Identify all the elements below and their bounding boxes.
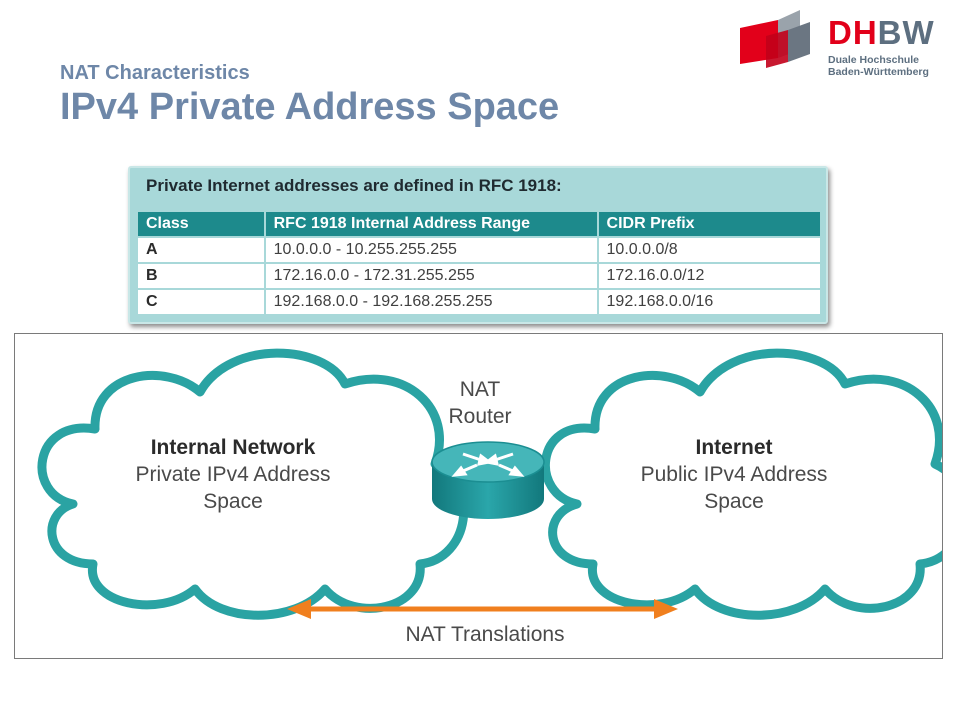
internal-network-line1: Private IPv4 Address [135,463,331,486]
internet-line2: Space [704,490,764,513]
cell-range: 192.168.0.0 - 192.168.255.255 [265,290,597,314]
table-header-row: Class RFC 1918 Internal Address Range CI… [138,212,820,236]
logo-subtitle: Duale Hochschule Baden-Württemberg [828,54,929,78]
logo-dh: DH [828,14,878,51]
internet-title: Internet [695,436,773,459]
table-caption: Private Internet addresses are defined i… [146,176,562,195]
nat-translations-label: NAT Translations [405,623,565,646]
internal-network-line2: Space [203,490,263,513]
header-range: RFC 1918 Internal Address Range [265,212,597,236]
internet-line1: Public IPv4 Address [640,463,828,486]
table-row: A 10.0.0.0 - 10.255.255.255 10.0.0.0/8 [138,238,820,262]
cell-cidr: 10.0.0.0/8 [598,238,820,262]
internet-cloud-icon [540,348,942,620]
nat-diagram: Internal Network Private IPv4 Address Sp… [14,333,943,659]
table-row: C 192.168.0.0 - 192.168.255.255 192.168.… [138,290,820,314]
internal-network-label: Internal Network Private IPv4 Address Sp… [103,434,363,515]
header-cidr: CIDR Prefix [598,212,820,236]
slide-subtitle: NAT Characteristics [60,62,250,84]
router-label-line2: Router [448,405,512,428]
rfc1918-table: Class RFC 1918 Internal Address Range CI… [136,210,822,316]
router-label-line1: NAT [459,378,501,401]
cell-cidr: 192.168.0.0/16 [598,290,820,314]
cell-class: C [138,290,264,314]
cell-cidr: 172.16.0.0/12 [598,264,820,288]
logo-subtitle-line1: Duale Hochschule [828,54,920,66]
cell-class: A [138,238,264,262]
internal-network-title: Internal Network [150,436,316,459]
logo-subtitle-line2: Baden-Württemberg [828,66,929,79]
nat-translations-arrow-icon [287,599,678,619]
slide-title: IPv4 Private Address Space [60,86,560,128]
internet-label: Internet Public IPv4 Address Space [604,434,864,515]
table-row: B 172.16.0.0 - 172.31.255.255 172.16.0.0… [138,264,820,288]
diagram-graphics [37,348,942,620]
header-class: Class [138,212,264,236]
cell-range: 10.0.0.0 - 10.255.255.255 [265,238,597,262]
cell-range: 172.16.0.0 - 172.31.255.255 [265,264,597,288]
nat-router-label: NAT Router [440,376,520,430]
nat-router-icon [431,441,545,519]
logo-wordmark: DHBW [828,16,935,49]
dhbw-logo-icon [740,10,810,68]
cell-class: B [138,264,264,288]
logo-bw: BW [877,14,935,51]
rfc1918-table-panel: Private Internet addresses are defined i… [128,166,828,324]
